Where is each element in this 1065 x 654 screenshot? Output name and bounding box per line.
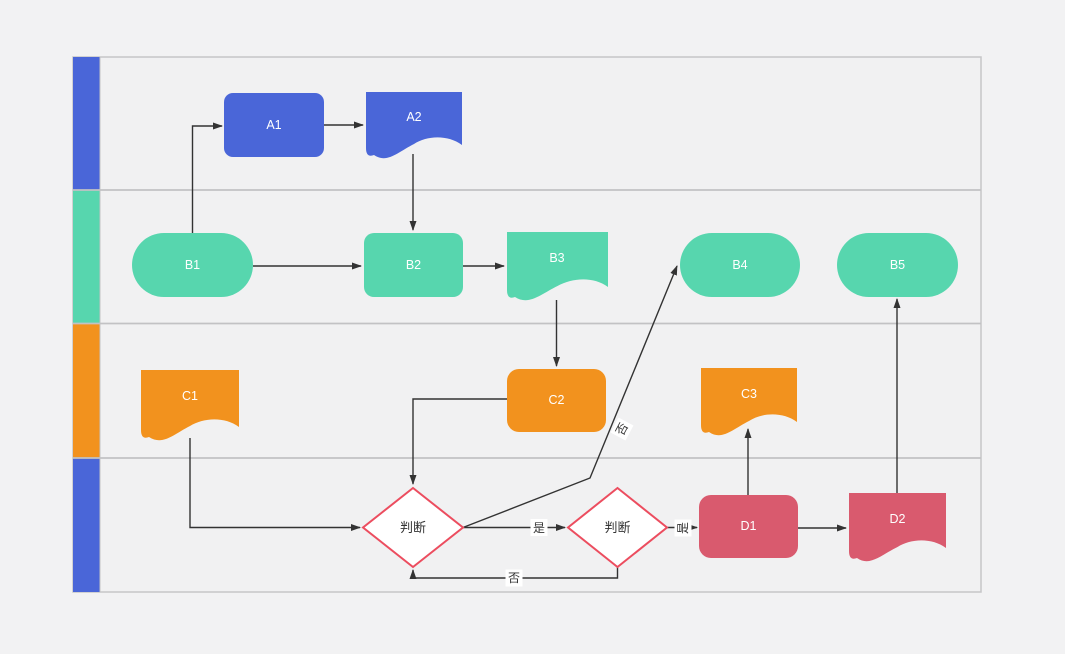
node-b4-label: B4 — [732, 258, 747, 272]
node-b1-label: B1 — [185, 258, 200, 272]
node-d1-shape — [699, 495, 798, 558]
edge-label-yes-1-bg — [530, 519, 548, 536]
node-b1-shape — [132, 233, 253, 297]
node-d2[interactable]: D2 — [849, 493, 946, 562]
node-a1-shape — [224, 93, 324, 157]
node-decision2-shape — [566, 486, 669, 569]
node-a1[interactable]: A1 — [224, 93, 324, 157]
node-a2[interactable]: A2 — [366, 92, 462, 159]
edge-label-no-up: 否 — [610, 417, 634, 441]
edges — [189, 121, 901, 579]
edge-c2-decision1[interactable] — [409, 398, 507, 485]
node-decision1[interactable]: 判断 — [361, 486, 465, 569]
node-a2-shape — [366, 92, 462, 159]
node-d2-shape — [849, 493, 946, 562]
edge-label-no-up-bg — [610, 417, 634, 441]
lane-bar-a[interactable] — [73, 57, 100, 190]
node-b1[interactable]: B1 — [132, 233, 253, 297]
node-c1-shape — [141, 370, 239, 441]
node-b5[interactable]: B5 — [837, 233, 958, 297]
node-b5-label: B5 — [890, 258, 905, 272]
node-c3-label: C3 — [741, 387, 757, 401]
node-b2-label: B2 — [406, 258, 421, 272]
edge-label-no-loop-text: 否 — [508, 571, 520, 585]
node-b2[interactable]: B2 — [364, 233, 463, 297]
node-c1-label: C1 — [182, 389, 198, 403]
node-c2-shape — [507, 369, 606, 432]
edge-b1-a1[interactable] — [191, 122, 223, 233]
node-d1-label: D1 — [741, 519, 757, 533]
node-c3[interactable]: C3 — [701, 368, 797, 436]
node-decision2[interactable]: 判断 — [566, 486, 669, 569]
node-decision2-label: 判断 — [604, 520, 630, 535]
node-b2-shape — [364, 233, 463, 297]
edge-c1-decision1[interactable] — [189, 438, 361, 531]
node-b3-label: B3 — [549, 251, 564, 265]
edge-label-yes-1: 是 — [530, 519, 548, 536]
node-decision1-label: 判断 — [400, 520, 426, 535]
lane-dividers — [73, 57, 981, 592]
node-b3[interactable]: B3 — [507, 232, 608, 301]
edge-label-yes-1-text: 是 — [533, 521, 545, 535]
node-a2-label: A2 — [406, 110, 421, 124]
node-decision1-shape — [361, 486, 465, 569]
edge-label-yes-2: 是 — [674, 519, 692, 537]
swimlane-frame — [72, 56, 982, 593]
edge-label-no-up-text: 否 — [613, 420, 631, 437]
edge-label-yes-2-text: 是 — [676, 522, 690, 534]
node-d2-label: D2 — [890, 512, 906, 526]
node-d1[interactable]: D1 — [699, 495, 798, 558]
edge-decision1-b4[interactable] — [462, 265, 678, 529]
node-b5-shape — [837, 233, 958, 297]
lane-bar-b[interactable] — [73, 190, 100, 324]
edge-label-yes-2-bg — [674, 519, 692, 537]
edge-label-no-loop: 否 — [505, 569, 523, 587]
node-a1-label: A1 — [266, 118, 281, 132]
lane-bar-c[interactable] — [73, 323, 100, 459]
lane-bar-d[interactable] — [73, 458, 100, 592]
node-c3-shape — [701, 368, 797, 436]
node-c1[interactable]: C1 — [141, 370, 239, 441]
node-b3-shape — [507, 232, 608, 301]
node-b4[interactable]: B4 — [680, 233, 800, 297]
edge-label-no-loop-bg — [505, 569, 523, 587]
node-b4-shape — [680, 233, 800, 297]
node-c2-label: C2 — [549, 393, 565, 407]
node-c2[interactable]: C2 — [507, 369, 606, 432]
